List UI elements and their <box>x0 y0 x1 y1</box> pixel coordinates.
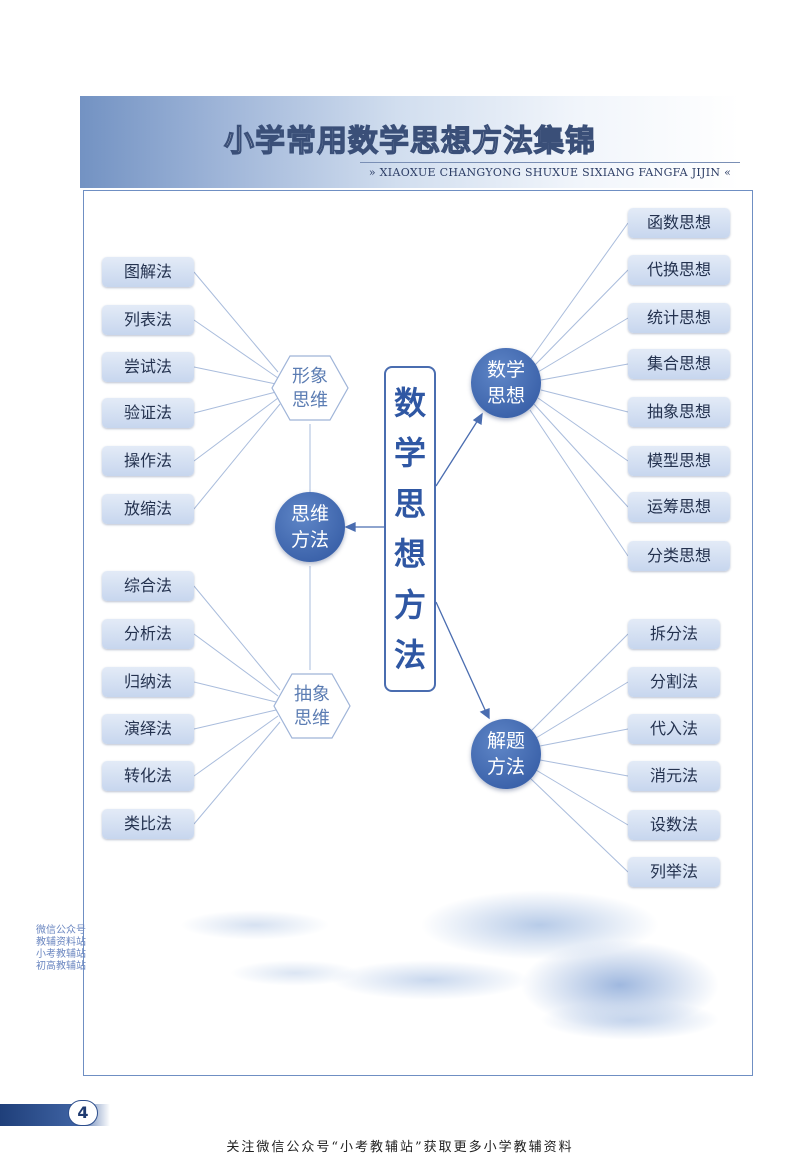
thought-chouxiang: 抽象思想 <box>628 397 730 427</box>
page-title: 小学常用数学思想方法集锦 <box>223 123 596 159</box>
abstract-thinking-label: 抽象思维 <box>294 684 330 729</box>
method-fangsuofa: 放缩法 <box>102 494 194 524</box>
method-liebiaofa: 列表法 <box>102 305 194 335</box>
math-thought-node: 数学思想 <box>471 348 541 418</box>
thought-yunchou: 运筹思想 <box>628 492 730 522</box>
page-number: 4 <box>68 1100 98 1126</box>
central-char: 想 <box>393 535 426 574</box>
thought-moxing: 模型思想 <box>628 446 730 476</box>
thought-tongji: 统计思想 <box>628 303 730 333</box>
central-char: 法 <box>393 636 426 675</box>
method-guinafa: 归纳法 <box>102 667 194 697</box>
hexagon-image-thinking <box>271 355 349 421</box>
method-leibifa: 类比法 <box>102 809 194 839</box>
thought-daihuan: 代换思想 <box>628 255 730 285</box>
thought-fenlei: 分类思想 <box>628 541 730 571</box>
method-zonghefa: 综合法 <box>102 571 194 601</box>
method-fenxifa: 分析法 <box>102 619 194 649</box>
method-yanzhengfa: 验证法 <box>102 398 194 428</box>
method-yanyifa: 演绎法 <box>102 714 194 744</box>
method-caozuofa: 操作法 <box>102 446 194 476</box>
page-subtitle: » XIAOXUE CHANGYONG SHUXUE SIXIANG FANGF… <box>368 166 732 179</box>
diagram-frame <box>83 190 753 1076</box>
solve-liejufa: 列举法 <box>628 857 720 887</box>
solve-shesufa: 设数法 <box>628 810 720 840</box>
hexagon-abstract-thinking <box>273 673 351 739</box>
thought-hanshu: 函数思想 <box>628 208 730 238</box>
footer-note: 关注微信公众号“小考教辅站”获取更多小学教辅资料 <box>226 1140 574 1155</box>
method-zhuanhuafa: 转化法 <box>102 761 194 791</box>
thinking-method-node: 思维方法 <box>275 492 345 562</box>
solving-method-node: 解题方法 <box>471 719 541 789</box>
thought-jihe: 集合思想 <box>628 349 730 379</box>
method-tujiefa: 图解法 <box>102 257 194 287</box>
central-char: 数 <box>393 383 426 422</box>
solve-chaifenfa: 拆分法 <box>628 619 720 649</box>
header-banner <box>80 96 740 188</box>
central-topic-box: 数 学 思 想 方 法 <box>384 366 436 692</box>
image-thinking-label: 形象思维 <box>292 366 328 411</box>
subtitle-divider <box>360 162 740 163</box>
central-char: 思 <box>393 484 426 523</box>
watermark-stamp: 微信公众号 教辅资料站 小考教辅站 初高教辅站 <box>36 925 86 972</box>
solve-fengefa: 分割法 <box>628 667 720 697</box>
solve-dairufa: 代入法 <box>628 714 720 744</box>
method-changshifa: 尝试法 <box>102 352 194 382</box>
central-char: 学 <box>393 434 426 473</box>
solve-xiaoyuanfa: 消元法 <box>628 761 720 791</box>
central-char: 方 <box>393 585 426 624</box>
